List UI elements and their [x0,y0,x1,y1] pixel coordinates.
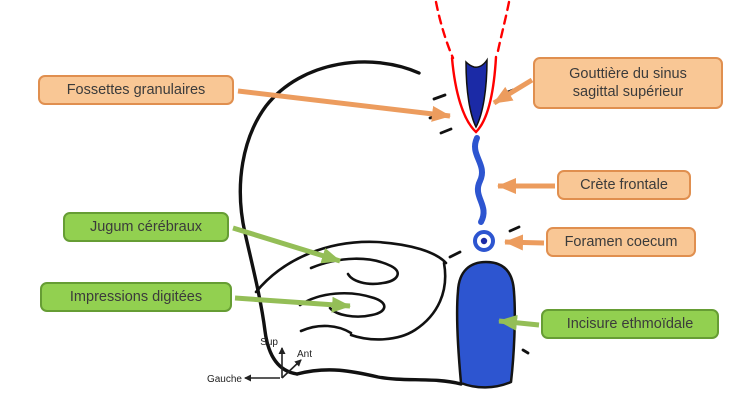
tick-mark [448,250,462,259]
skull-dome-outline [238,60,421,376]
arrow-impressions [234,295,351,313]
skull-sketch [238,60,463,386]
label-gouttiere-sinus: Gouttière du sinus sagittal supérieur [533,57,723,109]
label-crete-frontale: Crète frontale [557,170,691,200]
blue-structures [455,57,517,389]
label-text-line1: Gouttière du sinus [569,65,687,82]
label-text: Incisure ethmoïdale [566,315,694,332]
axis-indicator: Sup Ant Gauche [207,337,312,385]
label-jugum-cerebraux: Jugum cérébraux [63,212,229,242]
orbital-roof-curve [254,240,448,294]
ethmoidal-notch-shape [455,260,517,389]
label-incisure-ethmoidale: Incisure ethmoïdale [541,309,719,339]
red-dashed-line-left [434,0,455,60]
label-foramen-coecum: Foramen coecum [546,227,696,257]
arrow-fossettes [237,88,451,122]
arrow-incisure [498,314,540,331]
digitate-squiggle-4 [299,324,353,335]
red-dashed-line-right [495,0,511,58]
label-text: Gouttière du sinus sagittal supérieur [569,65,687,101]
axis-label-sup: Sup [260,337,278,348]
tick-mark [508,225,521,233]
skull-base-outline [295,368,463,386]
axis-label-gauche: Gauche [207,374,242,385]
label-text: Impressions digitées [69,288,203,305]
tick-mark [521,348,530,355]
red-annotations [434,0,511,134]
foramen-coecum-center [480,237,488,245]
digitate-squiggle-2 [298,292,386,318]
label-text: Jugum cérébraux [89,218,203,235]
pit-mark [432,93,447,101]
axis-label-ant: Ant [297,349,312,360]
digitate-squiggle-3 [349,261,447,341]
label-text: Foramen coecum [564,233,678,250]
digitate-squiggle-1 [309,257,399,286]
frontal-crest-line [472,135,487,225]
sinus-groove-red-outline [450,55,498,134]
annotation-arrows [232,77,555,331]
label-text: Crète frontale [580,176,668,193]
label-text: Fossettes granulaires [66,81,206,98]
sinus-groove-blue-fill [465,57,488,129]
label-fossettes-granulaires: Fossettes granulaires [38,75,234,105]
arrow-foramen [504,234,545,251]
label-impressions-digitees: Impressions digitées [40,282,232,312]
arrow-jugum [232,225,341,264]
label-text-line2: sagittal supérieur [572,84,684,100]
foramen-coecum-ring [473,230,495,252]
foramen-area-marks [448,225,530,355]
axis-arrow-ant [281,359,302,379]
arrow-gouttiere [492,77,534,106]
pit-mark [439,127,453,135]
